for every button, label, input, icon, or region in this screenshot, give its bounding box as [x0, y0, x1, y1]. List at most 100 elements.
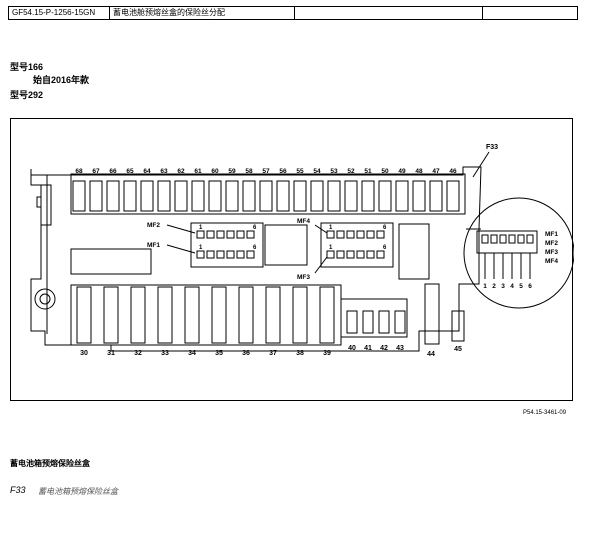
bottom-fuse-31: [103, 286, 119, 344]
mf-mid-slot: [336, 250, 345, 259]
mf1-label: MF1: [147, 242, 160, 249]
top-fuse-label-49: 49: [398, 168, 406, 175]
model-line-3: 型号292: [10, 90, 44, 100]
mf-mid-slot: [336, 230, 345, 239]
inset-connector: [476, 230, 538, 254]
bottom-fuse-label-30: 30: [80, 350, 88, 357]
top-fuse-62: [174, 180, 188, 212]
small-fuse-40: [346, 310, 358, 334]
top-fuse-label-53: 53: [330, 168, 338, 175]
header-table: GF54.15-P-1256-15GN 蓄电池舱预熔丝盒的保险丝分配: [8, 6, 578, 20]
bottom-fuse-30: [76, 286, 92, 344]
inset-label-mf1: MF1: [545, 231, 558, 238]
mf-mid-slot: [366, 230, 375, 239]
mf-mid-slot: [356, 230, 365, 239]
mf-left-slot: [216, 250, 225, 259]
figure-caption: 蓄电池箱预熔保险丝盒: [10, 459, 90, 468]
top-fuse-label-52: 52: [347, 168, 355, 175]
inset-pin-2: 2: [492, 283, 496, 290]
small-fuse-42: [378, 310, 390, 334]
bottom-fuse-32: [130, 286, 146, 344]
top-fuse-47: [429, 180, 443, 212]
mf-left-pin-6: 6: [253, 225, 257, 231]
top-fuse-label-67: 67: [92, 168, 100, 175]
housing-outline: [30, 166, 482, 352]
rect-right: [398, 223, 430, 280]
bottom-fuse-label-35: 35: [215, 350, 223, 357]
inset-slot-1: [481, 234, 489, 244]
mf-left-pin-6: 6: [253, 245, 257, 251]
bottom-fuse-38: [292, 286, 308, 344]
top-fuse-57: [259, 180, 273, 212]
top-fuse-49: [395, 180, 409, 212]
inset-slot-5: [517, 234, 525, 244]
bottom-fuse-34: [184, 286, 200, 344]
mf-left-slot: [216, 230, 225, 239]
mf-mid-slot: [346, 250, 355, 259]
top-fuse-54: [310, 180, 324, 212]
mf-left-slot: [246, 230, 255, 239]
bottom-fuse-carrier: [70, 284, 342, 346]
top-fuse-label-47: 47: [432, 168, 440, 175]
inset-pin-3: 3: [501, 283, 505, 290]
mf-mid-slot: [376, 250, 385, 259]
mf-mid-slot: [366, 250, 375, 259]
model-line-2: 始自2016年款: [33, 75, 90, 85]
mf-left-slot: [206, 230, 215, 239]
top-fuse-label-48: 48: [415, 168, 423, 175]
top-fuse-label-56: 56: [279, 168, 287, 175]
top-fuse-label-46: 46: [449, 168, 457, 175]
left-connector: [40, 184, 52, 226]
mf-left-slot: [246, 250, 255, 259]
top-fuse-61: [191, 180, 205, 212]
mf-mid-slot: [376, 230, 385, 239]
inset-pin-4: 4: [510, 283, 514, 290]
inset-pin-6: 6: [528, 283, 532, 290]
small-fuse-label-42: 42: [380, 345, 388, 352]
inset-pin-1: 1: [483, 283, 487, 290]
mf2-label: MF2: [147, 222, 160, 229]
inset-slot-4: [508, 234, 516, 244]
header-title: 蓄电池舱预熔丝盒的保险丝分配: [110, 7, 295, 19]
mf-mid-pin-6: 6: [383, 225, 387, 231]
small-fuse-label-40: 40: [348, 345, 356, 352]
stud-outer: [34, 288, 56, 310]
top-fuse-55: [293, 180, 307, 212]
top-fuse-label-51: 51: [364, 168, 372, 175]
top-fuse-60: [208, 180, 222, 212]
inset-pin-5: 5: [519, 283, 523, 290]
mf-mid-pin-1: 1: [329, 225, 333, 231]
bottom-fuse-label-39: 39: [323, 350, 331, 357]
inset-label-mf4: MF4: [545, 258, 558, 265]
inset-label-mf3: MF3: [545, 249, 558, 256]
top-fuse-label-57: 57: [262, 168, 270, 175]
mf-left-slot: [226, 250, 235, 259]
rect-center: [264, 224, 308, 266]
top-fuse-64: [140, 180, 154, 212]
top-fuse-52: [344, 180, 358, 212]
inset-slot-3: [499, 234, 507, 244]
mf-mid-slot: [356, 250, 365, 259]
mf3-leader: [314, 256, 328, 274]
bottom-fuse-label-32: 32: [134, 350, 142, 357]
mf4-leader: [314, 224, 328, 234]
top-fuse-label-66: 66: [109, 168, 117, 175]
top-fuse-label-60: 60: [211, 168, 219, 175]
top-fuse-label-62: 62: [177, 168, 185, 175]
mf4-label: MF4: [297, 218, 310, 225]
figure-ref: P54.15-3461-09: [523, 410, 567, 416]
top-fuse-label-50: 50: [381, 168, 389, 175]
mf-left-slot: [226, 230, 235, 239]
inset-label-mf2: MF2: [545, 240, 558, 247]
inset-slot-6: [526, 234, 534, 244]
fuse-label-45: 45: [454, 346, 462, 353]
mf-mid-slot: [326, 250, 335, 259]
top-fuse-label-63: 63: [160, 168, 168, 175]
top-fuse-65: [123, 180, 137, 212]
mf-left-block: [190, 222, 264, 268]
fuse-44: [424, 283, 440, 345]
top-fuse-label-59: 59: [228, 168, 236, 175]
